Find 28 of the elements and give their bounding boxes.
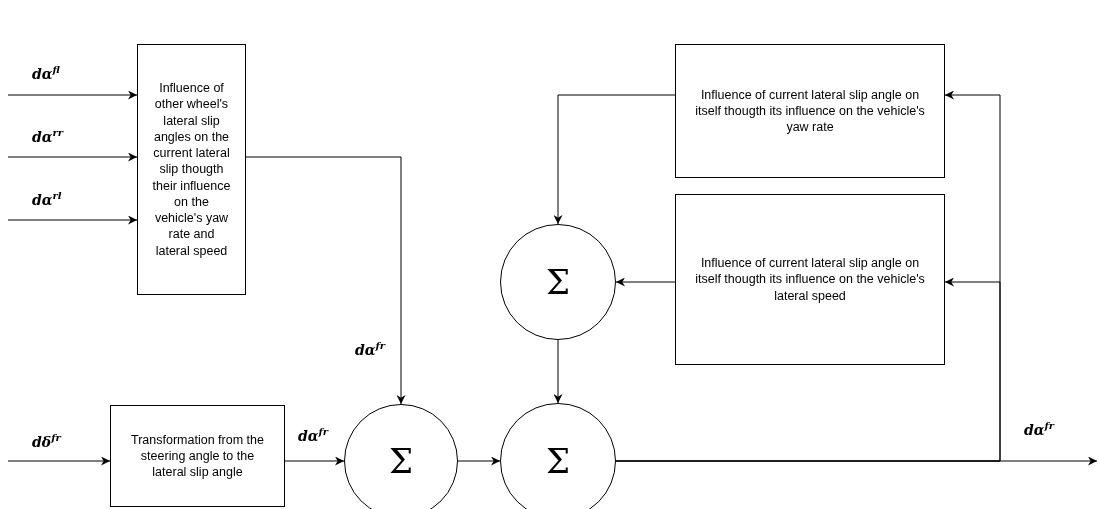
arrow	[284, 456, 345, 466]
arrow	[615, 277, 1001, 462]
sum-symbol: Σ	[544, 260, 571, 304]
process-box	[675, 194, 945, 365]
edge-label: dα$^{rl}$	[32, 190, 62, 208]
arrow	[457, 456, 501, 466]
arrow	[7, 90, 138, 100]
process-box	[137, 44, 246, 295]
process-box	[110, 405, 285, 507]
box-text: Transformation from the steering angle to the lateral slip angle	[130, 431, 265, 482]
edge-label: dα$^{fr}$	[298, 426, 329, 444]
edge-label: dα$^{fl}$	[32, 64, 60, 82]
edge-label: dα$^{fr}$	[355, 340, 386, 358]
box-text: Influence of other wheel's lateral slip angles on the current lateral slip thougth their influence on the vehicle's yaw rate and lateral speed	[151, 80, 232, 260]
box-text: Influence of current lateral slip angle on itself thougth its influence on the vehicle's lateral speed	[694, 255, 926, 305]
arrow	[615, 277, 676, 287]
arrow	[553, 339, 563, 404]
arrow	[245, 156, 406, 405]
arrow	[7, 456, 111, 466]
sum-symbol: Σ	[387, 439, 414, 483]
edge-label: dα$^{fr}$	[1024, 420, 1055, 438]
box-text: Influence of current lateral slip angle on itself thougth its influence on the vehicle's yaw rate	[694, 86, 926, 137]
edge-label: dδ$^{fr}$	[32, 432, 61, 450]
arrow	[7, 152, 138, 162]
process-box	[675, 44, 945, 178]
arrow	[7, 215, 138, 225]
arrow	[553, 94, 676, 225]
sum-symbol: Σ	[544, 439, 571, 483]
